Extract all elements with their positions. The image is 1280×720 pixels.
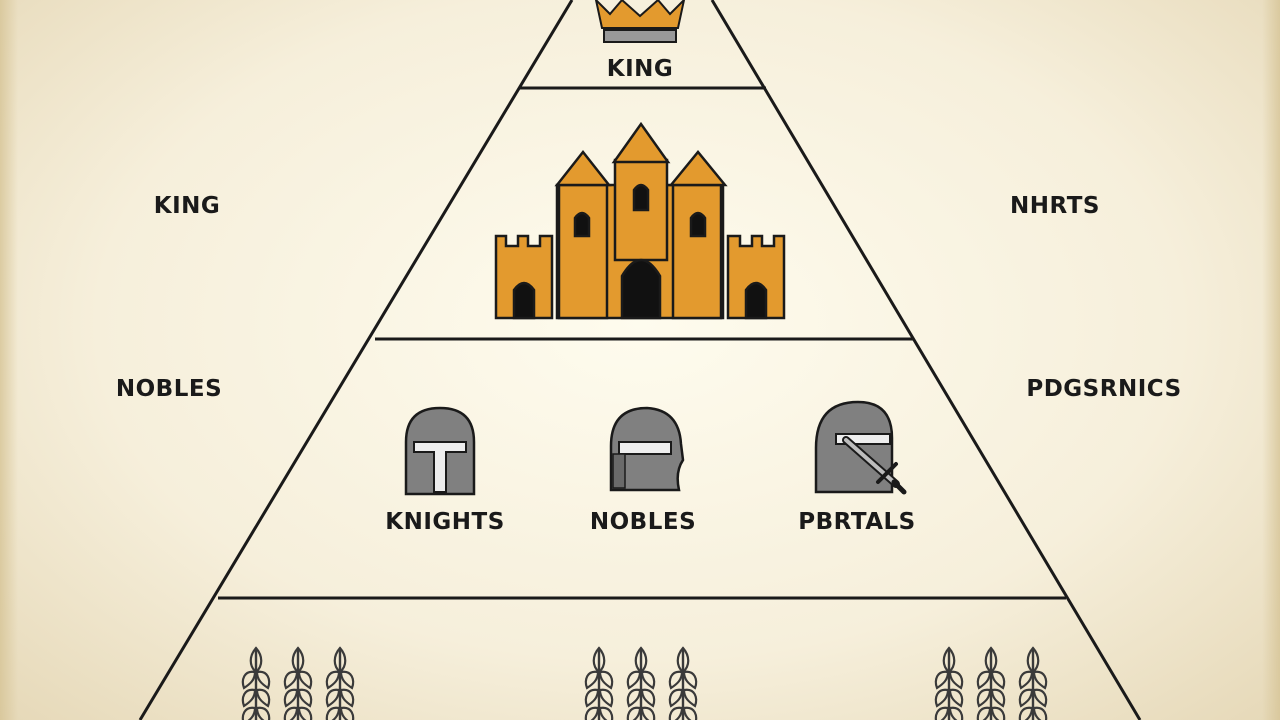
pyramid-outline xyxy=(138,0,1142,720)
tier-label-nobles: NOBLES xyxy=(589,509,697,535)
wheat-icon xyxy=(936,648,1046,720)
wheat-icon xyxy=(243,648,353,720)
helmet-icon xyxy=(404,406,476,496)
side-label-left-king: KING xyxy=(153,193,221,219)
tier-label-knights: KNIGHTS xyxy=(385,509,505,535)
crown-icon xyxy=(594,0,686,43)
parchment-edge-right xyxy=(1262,0,1280,720)
helmet-sword-icon xyxy=(814,400,907,495)
wheat-icon xyxy=(586,648,696,720)
tier-label-king: KING xyxy=(606,56,674,82)
helmet-icon xyxy=(609,406,685,492)
side-label-right-nhrts: NHRTS xyxy=(1010,193,1100,219)
side-label-right-pdgsrnics: PDGSRNICS xyxy=(1026,376,1182,402)
tier-label-pbrtals: PBRTALS xyxy=(798,509,916,535)
castle-icon xyxy=(494,121,786,320)
side-label-left-nobles: NOBLES xyxy=(115,376,223,402)
parchment-edge-left xyxy=(0,0,18,720)
